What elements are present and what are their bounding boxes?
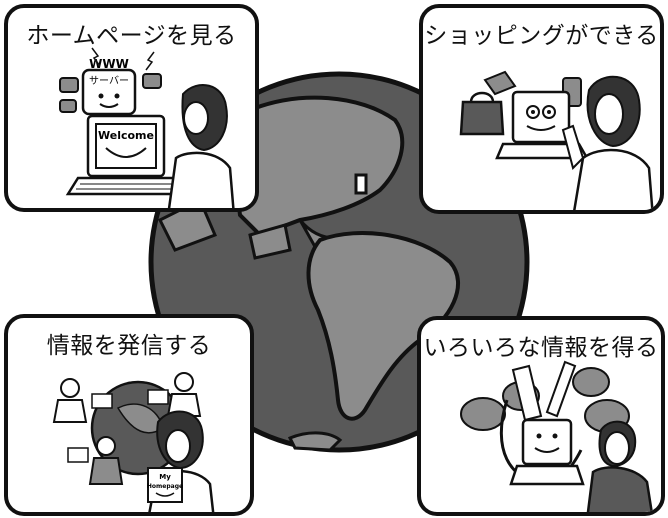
laptop-icon bbox=[67, 389, 169, 463]
server-label: サーバー bbox=[89, 75, 129, 87]
signal-icon bbox=[91, 47, 101, 67]
woman-icon bbox=[167, 84, 235, 208]
panel-view-homepage: ホームページを見る WWW サーバー Welcome bbox=[4, 4, 259, 212]
gadget-icon bbox=[59, 73, 162, 113]
panel-get-information: いろいろな情報を得る bbox=[417, 316, 665, 516]
globe-bottom-land bbox=[287, 431, 343, 452]
server-computer-icon: WWW サーバー bbox=[81, 57, 137, 116]
panel-title: ホームページを見る bbox=[26, 23, 237, 49]
panel-title: ショッピングができる bbox=[424, 23, 659, 49]
information-illustration bbox=[460, 360, 654, 512]
panel-title: いろいろな情報を得る bbox=[423, 335, 659, 361]
woman-icon bbox=[561, 75, 654, 210]
shopping-illustration bbox=[459, 70, 654, 210]
laptop-icon: Welcome bbox=[65, 114, 187, 196]
panel-title: 情報を発信する bbox=[46, 333, 212, 359]
my-homepage-sign-icon: My Homepage bbox=[147, 467, 183, 503]
welcome-label: Welcome bbox=[98, 129, 154, 142]
sign-line-1: My bbox=[159, 473, 171, 481]
panel-publish-information: 情報を発信する My Homepage bbox=[4, 314, 254, 516]
person-icon bbox=[52, 372, 202, 485]
boy-icon bbox=[586, 420, 654, 512]
publish-illustration: My Homepage bbox=[52, 372, 215, 512]
sign-line-2: Homepage bbox=[147, 483, 183, 490]
computer-icon bbox=[509, 418, 585, 486]
homepage-illustration: WWW サーバー Welcome bbox=[59, 47, 235, 208]
globe-south-america bbox=[306, 231, 461, 421]
globe-island bbox=[354, 173, 368, 195]
globe-left-land-2 bbox=[248, 223, 292, 260]
ruler-icon bbox=[511, 364, 543, 422]
www-label: WWW bbox=[89, 57, 129, 71]
pencil-icon bbox=[545, 360, 577, 418]
signal-icon bbox=[145, 51, 155, 71]
shopping-bag-icon bbox=[459, 91, 505, 136]
panel-shopping: ショッピングができる bbox=[419, 4, 664, 214]
